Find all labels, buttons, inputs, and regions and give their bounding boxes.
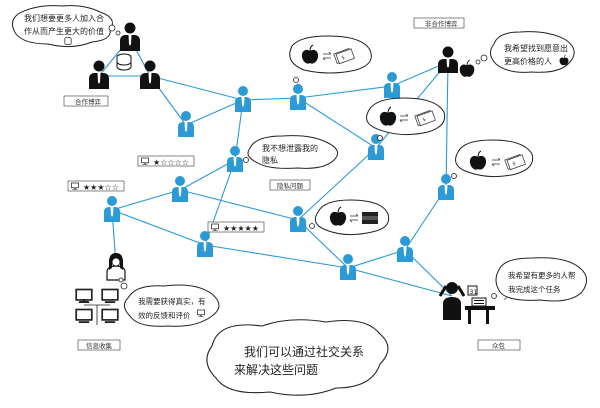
bubble-line: 我不想泄露我的 bbox=[262, 143, 318, 153]
bubble-middle: 我不想泄露我的 隐私 bbox=[243, 135, 339, 169]
bubble-right: 我希望有更多的人帮 我完成这个任务 bbox=[491, 257, 587, 302]
person-icon bbox=[89, 60, 109, 89]
svg-text:信息收集: 信息收集 bbox=[86, 341, 113, 350]
bubble-line: 作从而产生更大的价值 bbox=[24, 26, 104, 36]
seller-person bbox=[438, 46, 475, 78]
bubble-bottom-center: 我们可以通过社交关系 来解决这些问题 bbox=[206, 319, 389, 396]
bubble-bottom-left: 我需要获得真实，有 效的反馈和评价 bbox=[118, 277, 220, 327]
rating-badge-1: ★☆☆☆☆ bbox=[137, 155, 195, 167]
person-icon bbox=[227, 146, 243, 172]
person-icon bbox=[340, 254, 356, 280]
bubble-line: 我们想要更多人加入合 bbox=[24, 13, 104, 23]
rating-badge-2: ★★★☆☆ bbox=[67, 180, 125, 192]
exchange-bubble-3 bbox=[451, 139, 534, 179]
label-noncooperation: 非合作博弈 bbox=[413, 17, 465, 29]
person-icon bbox=[104, 196, 120, 222]
label-crowdsourcing: 众包 bbox=[477, 339, 521, 351]
database-icon bbox=[64, 37, 72, 45]
monitor-grid bbox=[75, 288, 119, 325]
stressed-man-icon: 31 bbox=[438, 282, 515, 324]
person-icon bbox=[120, 22, 140, 51]
svg-text:非合作博弈: 非合作博弈 bbox=[425, 19, 458, 28]
person-icon bbox=[290, 84, 306, 110]
person-icon bbox=[290, 206, 306, 232]
person-icon bbox=[438, 174, 454, 200]
svg-text:众包: 众包 bbox=[492, 341, 506, 350]
bubble-line: 我完成这个任务 bbox=[508, 284, 561, 294]
person-icon bbox=[235, 86, 251, 112]
rating-badge-3: ★★★★★ bbox=[207, 221, 265, 233]
rating-stars: ★★★☆☆ bbox=[83, 183, 119, 192]
svg-text:隐私问题: 隐私问题 bbox=[277, 181, 304, 190]
cooperation-group bbox=[89, 22, 160, 89]
exchange-bubble-2 bbox=[366, 97, 446, 141]
bubble-line: 隐私 bbox=[262, 155, 278, 165]
svg-text:合作博弈: 合作博弈 bbox=[75, 97, 102, 106]
bubble-line: 我需要获得真实，有 bbox=[138, 296, 206, 306]
person-icon bbox=[178, 111, 194, 137]
bubble-line: 更高价格的人 bbox=[504, 56, 552, 66]
label-privacy: 隐私问题 bbox=[269, 179, 311, 191]
bubble-top-right: 我希望找到愿意出 更高价格的人 bbox=[475, 31, 575, 73]
bubble-top-left: 我们想要更多人加入合 作从而产生更大的价值 bbox=[12, 5, 121, 48]
apple-icon bbox=[459, 59, 475, 78]
svg-text:31: 31 bbox=[470, 289, 478, 296]
bubble-line: 效的反馈和评价 bbox=[138, 310, 191, 320]
person-icon bbox=[197, 231, 213, 257]
exchange-bubble-1 bbox=[289, 35, 372, 83]
rating-stars: ★★★★★ bbox=[223, 224, 259, 233]
woman-icon bbox=[106, 253, 126, 281]
network-edges bbox=[98, 37, 453, 297]
label-cooperation: 合作博弈 bbox=[63, 95, 109, 107]
person-icon bbox=[397, 236, 413, 262]
exchange-bubble-4 bbox=[309, 199, 390, 236]
rating-stars: ★☆☆☆☆ bbox=[153, 158, 189, 167]
bubble-line: 我希望有更多的人帮 bbox=[508, 270, 576, 280]
person-icon bbox=[140, 60, 160, 89]
person-icon bbox=[172, 176, 188, 202]
database-icon bbox=[116, 53, 132, 71]
person-icon bbox=[384, 72, 400, 98]
bubble-line: 来解决这些问题 bbox=[234, 362, 318, 377]
bubble-line: 我们可以通过社交关系 bbox=[244, 344, 364, 359]
label-info-collection: 信息收集 bbox=[77, 339, 121, 351]
bubble-line: 我希望找到愿意出 bbox=[504, 43, 568, 53]
